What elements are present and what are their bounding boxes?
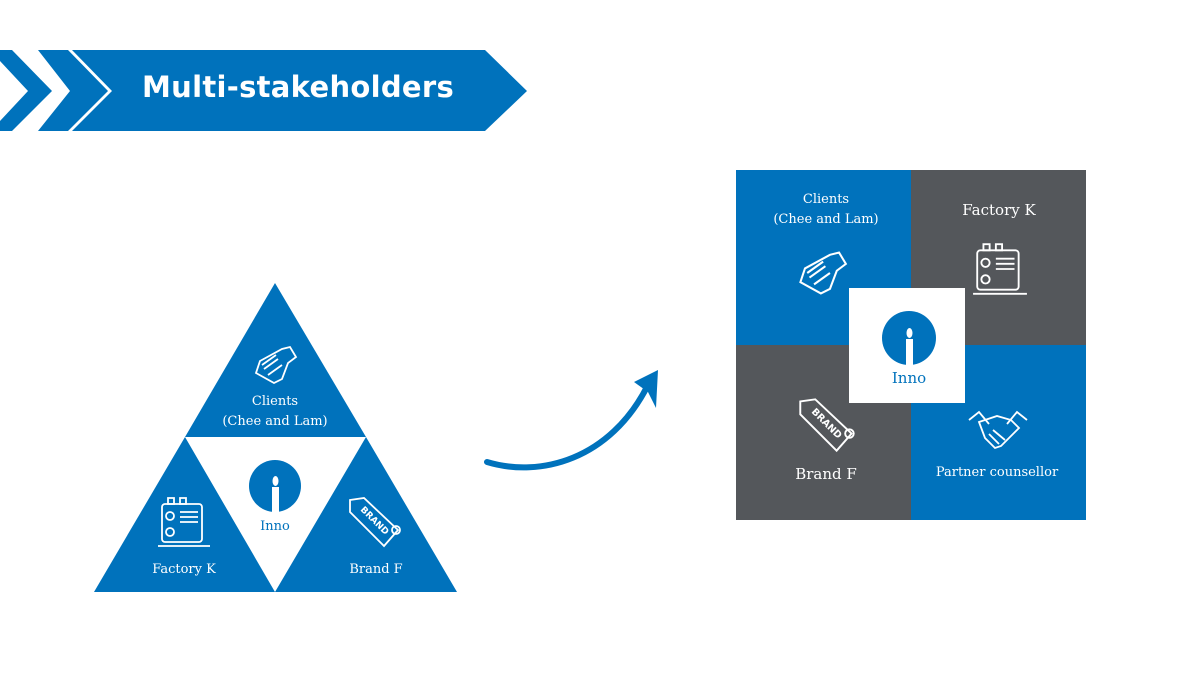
grid-partner-label: Partner counsellor <box>935 465 1059 480</box>
grid-factory-label: Factory K <box>962 201 1036 219</box>
triangle-top-label-1: Clients <box>251 394 299 409</box>
brand-tag-icon: BRAND <box>799 398 855 453</box>
arrow-head <box>634 370 658 408</box>
sewing-machine-icon <box>973 243 1027 295</box>
banner-chevron-1 <box>0 50 52 131</box>
banner <box>72 50 527 131</box>
triangle-right-label: Brand F <box>349 562 403 577</box>
grid-clients-label-1: Clients <box>802 192 850 207</box>
candle-logo-icon <box>882 311 936 366</box>
triangle-right <box>275 437 457 592</box>
arrow-icon <box>484 382 651 471</box>
triangle-top-label-2: (Chee and Lam) <box>222 414 328 429</box>
handshake-icon <box>968 410 1028 450</box>
sewing-machine-icon <box>158 497 210 547</box>
page-title: Multi-stakeholders <box>142 70 455 104</box>
grid-clients-label-2: (Chee and Lam) <box>773 212 879 227</box>
triangle-left <box>94 437 275 592</box>
svg-text:BRAND: BRAND <box>358 505 390 537</box>
hands-icon <box>254 345 298 385</box>
hands-icon <box>799 251 848 295</box>
svg-text:BRAND: BRAND <box>809 407 844 442</box>
grid-center-label: Inno <box>891 369 927 387</box>
grid-brand-label: Brand F <box>795 465 857 483</box>
brand-tag-icon: BRAND <box>349 497 401 548</box>
triangle-left-label: Factory K <box>152 562 216 577</box>
candle-logo-icon <box>249 460 301 513</box>
banner-chevron-2 <box>38 50 108 131</box>
triangle-center-label: Inno <box>260 519 290 534</box>
grid-center-inno: Inno <box>849 288 965 403</box>
